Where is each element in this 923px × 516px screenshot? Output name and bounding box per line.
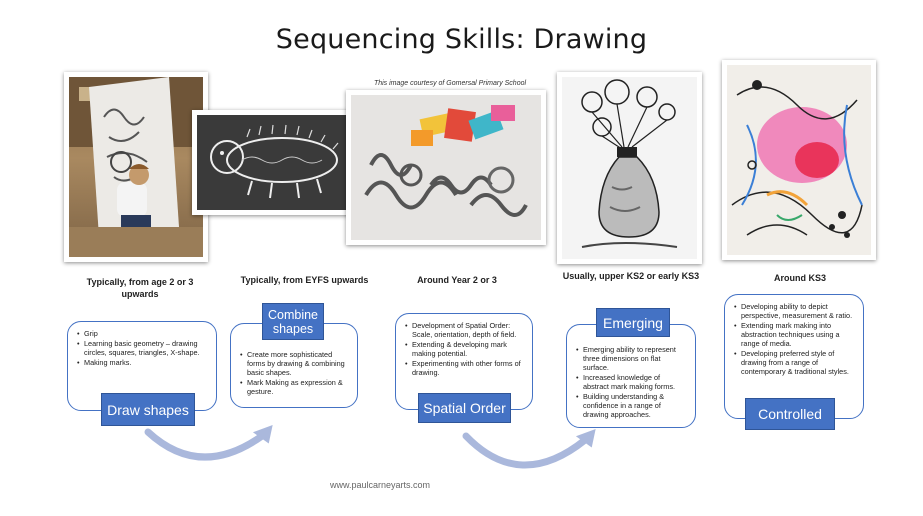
- stage-1-bullet-1: Grip: [77, 329, 208, 338]
- abstract-illustration: [731, 80, 863, 238]
- photo-abstract-art: [722, 60, 876, 260]
- stage-5-bullet-1: Developing ability to depict perspective…: [734, 302, 855, 320]
- stage-5-label: Around KS3: [773, 273, 826, 283]
- tag-spatial-order: Spatial Order: [418, 393, 511, 423]
- stage-3-bullet-1: Development of Spatial Order: Scale, ori…: [405, 321, 524, 339]
- stage-3-box: Development of Spatial Order: Scale, ori…: [395, 313, 533, 410]
- vase-illustration: [581, 79, 678, 248]
- stage-5-bullet-3: Developing preferred style of drawing fr…: [734, 349, 855, 376]
- stage-4-bullet-1: Emerging ability to represent three dime…: [576, 345, 687, 372]
- stage-1-label: Typically, from age 2 or 3 upwards: [86, 277, 194, 299]
- tag-draw-shapes: Draw shapes: [101, 393, 195, 426]
- stage-3-bullet-3: Experimenting with other forms of drawin…: [405, 359, 524, 377]
- stage-3-bullet-2: Extending & developing mark making poten…: [405, 340, 524, 358]
- tag-controlled: Controlled: [745, 398, 835, 430]
- page-title: Sequencing Skills: Drawing: [275, 24, 648, 55]
- arrow-head-2: [575, 429, 596, 448]
- charcoal-shapes-illustration: [364, 105, 528, 217]
- stage-4-box: Emerging ability to represent three dime…: [566, 324, 696, 428]
- stage-5-bullet-2: Extending mark making into abstraction t…: [734, 321, 855, 348]
- photo-charcoal-shapes: [346, 90, 546, 245]
- arrow-head-1: [252, 425, 273, 444]
- tag-combine-shapes: Combine shapes: [262, 303, 324, 340]
- stage-4-label: Usually, upper KS2 or early KS3: [562, 271, 700, 281]
- stage-1-bullet-2: Learning basic geometry – drawing circle…: [77, 339, 208, 357]
- stage-1-bullet-3: Making marks.: [77, 358, 208, 367]
- image-credit: This image courtesy of Gomersal Primary …: [373, 80, 527, 87]
- website-url: www.paulcarneyarts.com: [329, 480, 431, 490]
- stage-3-label: Around Year 2 or 3: [417, 275, 497, 285]
- tag-emerging: Emerging: [596, 308, 670, 337]
- stage-2-label: Typically, from EYFS upwards: [240, 275, 369, 285]
- hedgehog-illustration: [210, 124, 339, 199]
- photo-vase-flowers: [557, 72, 702, 264]
- photo-hedgehog-drawing: [192, 110, 365, 215]
- stage-2-bullet-2: Mark Making as expression & gesture.: [240, 378, 349, 396]
- stage-4-bullet-3: Building understanding & confidence in a…: [576, 392, 687, 419]
- arrow-stage-1-to-2: [144, 428, 266, 461]
- arrow-stage-3-to-4: [462, 432, 589, 469]
- stage-2-bullet-1: Create more sophisticated forms by drawi…: [240, 350, 349, 377]
- child-easel-illustration: [69, 77, 203, 257]
- stage-4-bullet-2: Increased knowledge of abstract mark mak…: [576, 373, 687, 391]
- photo-child-drawing: [64, 72, 208, 262]
